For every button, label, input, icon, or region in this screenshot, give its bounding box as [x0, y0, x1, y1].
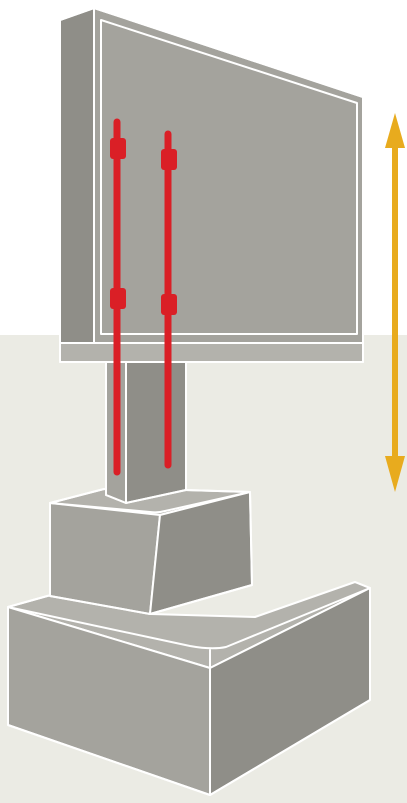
rail-right-bracket-lower — [161, 294, 177, 315]
rail-left-bracket-lower — [110, 288, 126, 309]
column-outline — [105, 361, 187, 504]
height-arrow — [385, 113, 405, 492]
upper-base-front — [49, 502, 161, 615]
height-arrow-up-head — [385, 113, 405, 148]
column-side — [125, 361, 187, 504]
display-screen-bezel — [100, 19, 358, 335]
display-bottom-band — [59, 342, 364, 363]
upper-base — [49, 488, 253, 615]
rail-right-bracket-upper — [161, 149, 177, 170]
lower-base-outline — [7, 581, 371, 796]
upper-base-outline — [49, 488, 253, 615]
display-side-edge — [59, 7, 95, 344]
display-panel — [59, 7, 364, 363]
rail-left-bracket-upper — [110, 138, 126, 159]
height-arrow-down-head — [385, 456, 405, 492]
display-outline — [59, 7, 364, 363]
rails — [110, 118, 177, 476]
